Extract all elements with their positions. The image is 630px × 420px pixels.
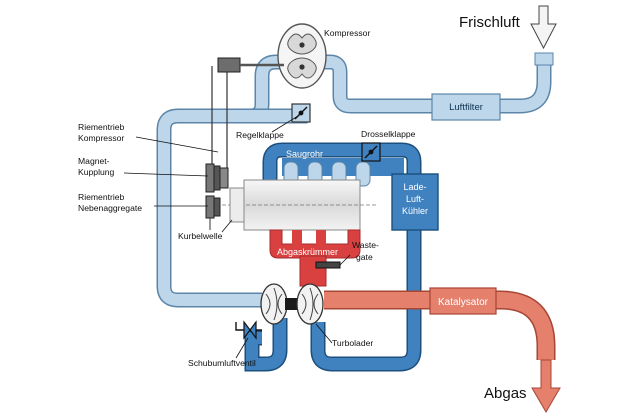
diverter-valve	[235, 320, 262, 340]
intercooler-label-3: Kühler	[402, 206, 428, 216]
regelklappe-label: Regelklappe	[236, 130, 284, 140]
belt-accessory-label-2: Nebenaggregate	[78, 203, 142, 213]
turbocharger	[260, 283, 324, 325]
air-filter: Luftfilter	[431, 93, 501, 121]
charge-air-pipe	[244, 142, 422, 372]
crankshaft-label: Kurbelwelle	[178, 231, 223, 241]
exhaust-manifold-label: Abgaskrümmer	[277, 247, 338, 257]
wastegate-label-2: gate	[356, 252, 373, 262]
intake-pipe-light	[320, 52, 554, 114]
intake-manifold-label: Saugrohr	[286, 149, 323, 159]
magnetic-clutch-label-2: Kupplung	[78, 167, 115, 177]
catalyst-label: Katalysator	[438, 297, 489, 308]
exhaust-manifold	[269, 229, 361, 287]
air-filter-label: Luftfilter	[449, 102, 483, 113]
turbocharger-label: Turbolader	[332, 338, 373, 348]
intercooler: Lade- Luft- Kühler	[391, 173, 439, 231]
belt-compressor-label-2: Kompressor	[78, 133, 124, 143]
wastegate	[315, 254, 351, 269]
wastegate-label-1: Waste-	[352, 240, 379, 250]
magnetic-clutch	[205, 163, 229, 193]
engine-block	[222, 179, 376, 231]
accessory-pulley	[205, 195, 221, 230]
exhaust-outlet-arrow	[531, 359, 561, 413]
intercooler-label-2: Luft-	[406, 194, 424, 204]
fresh-air-arrow	[530, 5, 557, 50]
exhaust-label: Abgas	[484, 385, 527, 402]
diverter-valve-label: Schubumluftventil	[188, 358, 256, 368]
belt-compressor-label-1: Riementrieb	[78, 122, 125, 132]
belt-accessory-label-1: Riementrieb	[78, 192, 125, 202]
throttle-label: Drosselklappe	[361, 129, 416, 139]
regelklappe-valve	[291, 103, 311, 123]
magnetic-clutch-label-1: Magnet-	[78, 156, 110, 166]
compressor	[277, 23, 327, 89]
intercooler-label-1: Lade-	[403, 182, 426, 192]
fresh-air-label: Frischluft	[459, 14, 521, 31]
throttle-valve	[361, 142, 381, 162]
exhaust-pipe	[324, 287, 556, 360]
compressor-label: Kompressor	[324, 28, 370, 38]
belt-drive-compressor	[211, 57, 284, 178]
